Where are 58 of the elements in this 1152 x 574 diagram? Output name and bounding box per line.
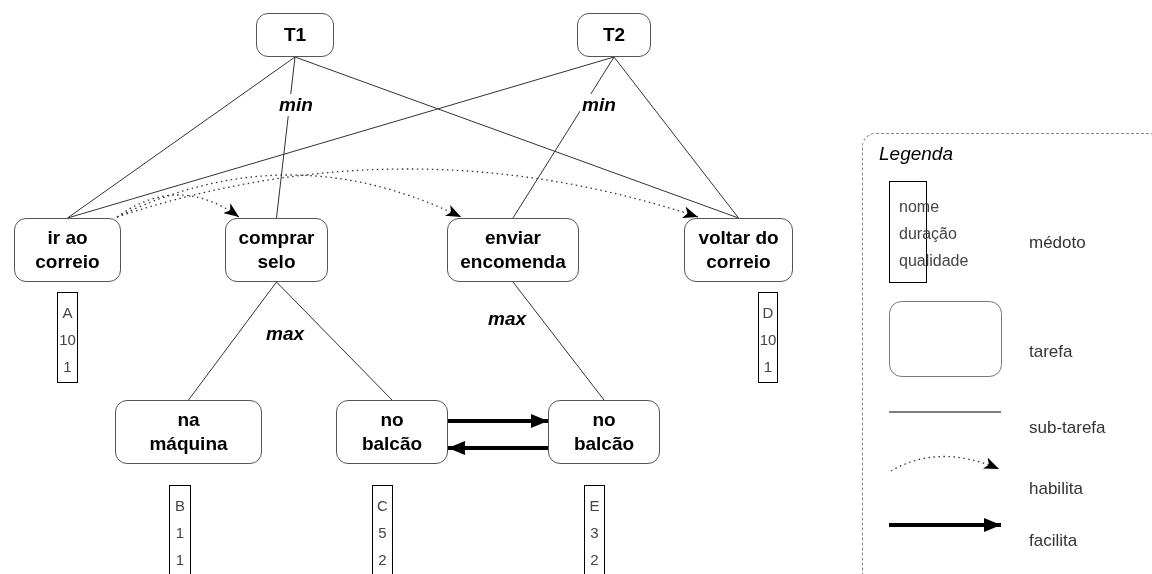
method-box [372, 485, 393, 574]
legend-title: Legenda [879, 142, 953, 166]
legend-label: sub-tarefa [1029, 417, 1106, 439]
task-name: ir ao correio [34, 226, 101, 274]
method-value: 1 [63, 357, 72, 377]
legend-label: habilita [1029, 478, 1083, 500]
method-value: 10 [59, 330, 76, 350]
qualifier-label: min [277, 94, 315, 116]
method-value: E [589, 496, 600, 516]
connector-line [294, 56, 739, 219]
task-box [14, 218, 121, 282]
task-box [447, 218, 579, 282]
task-box [684, 218, 793, 282]
method-value: 10 [759, 330, 777, 350]
method-value: 1 [175, 523, 185, 543]
connector-line [613, 56, 739, 219]
connector-line [67, 56, 296, 219]
task-box [225, 218, 328, 282]
task-box [577, 13, 651, 57]
thick-arrow [448, 441, 548, 455]
method-value: 2 [378, 550, 387, 570]
legend-label: médoto [1029, 232, 1086, 254]
task-name: enviar encomenda [459, 226, 567, 274]
connector-line [512, 56, 615, 219]
method-value: 3 [590, 523, 599, 543]
legend-label: facilita [1029, 530, 1078, 552]
task-box [336, 400, 448, 464]
thick-arrow [448, 414, 548, 428]
legend-label: tarefa [1029, 341, 1073, 363]
connector-line [276, 281, 393, 401]
method-box [169, 485, 191, 574]
task-box [548, 400, 660, 464]
task-name: no balcão [360, 408, 424, 456]
task-box [256, 13, 334, 57]
method-value: C [377, 496, 388, 516]
task-name: na máquina [148, 408, 229, 456]
method-value: B [175, 496, 185, 516]
method-value: 2 [590, 550, 599, 570]
task-name: comprar selo [237, 226, 316, 274]
connector-line [67, 56, 615, 219]
dotted-arrow [116, 194, 240, 218]
method-value: D [762, 303, 774, 323]
method-value: 5 [378, 523, 387, 543]
method-box [584, 485, 605, 574]
dotted-arrow [116, 168, 699, 219]
method-value: A [62, 303, 73, 323]
task-box [115, 400, 262, 464]
method-box [57, 292, 78, 383]
task-name: voltar do correio [697, 226, 780, 274]
method-value: 1 [175, 550, 185, 570]
task-name: T1 [282, 23, 308, 47]
connector-line [188, 281, 277, 401]
method-value: 1 [763, 357, 773, 377]
legend-panel [862, 133, 1152, 574]
connector-line [512, 281, 605, 401]
task-name: T2 [601, 23, 627, 47]
method-box [758, 292, 778, 383]
task-name: no balcão [572, 408, 636, 456]
